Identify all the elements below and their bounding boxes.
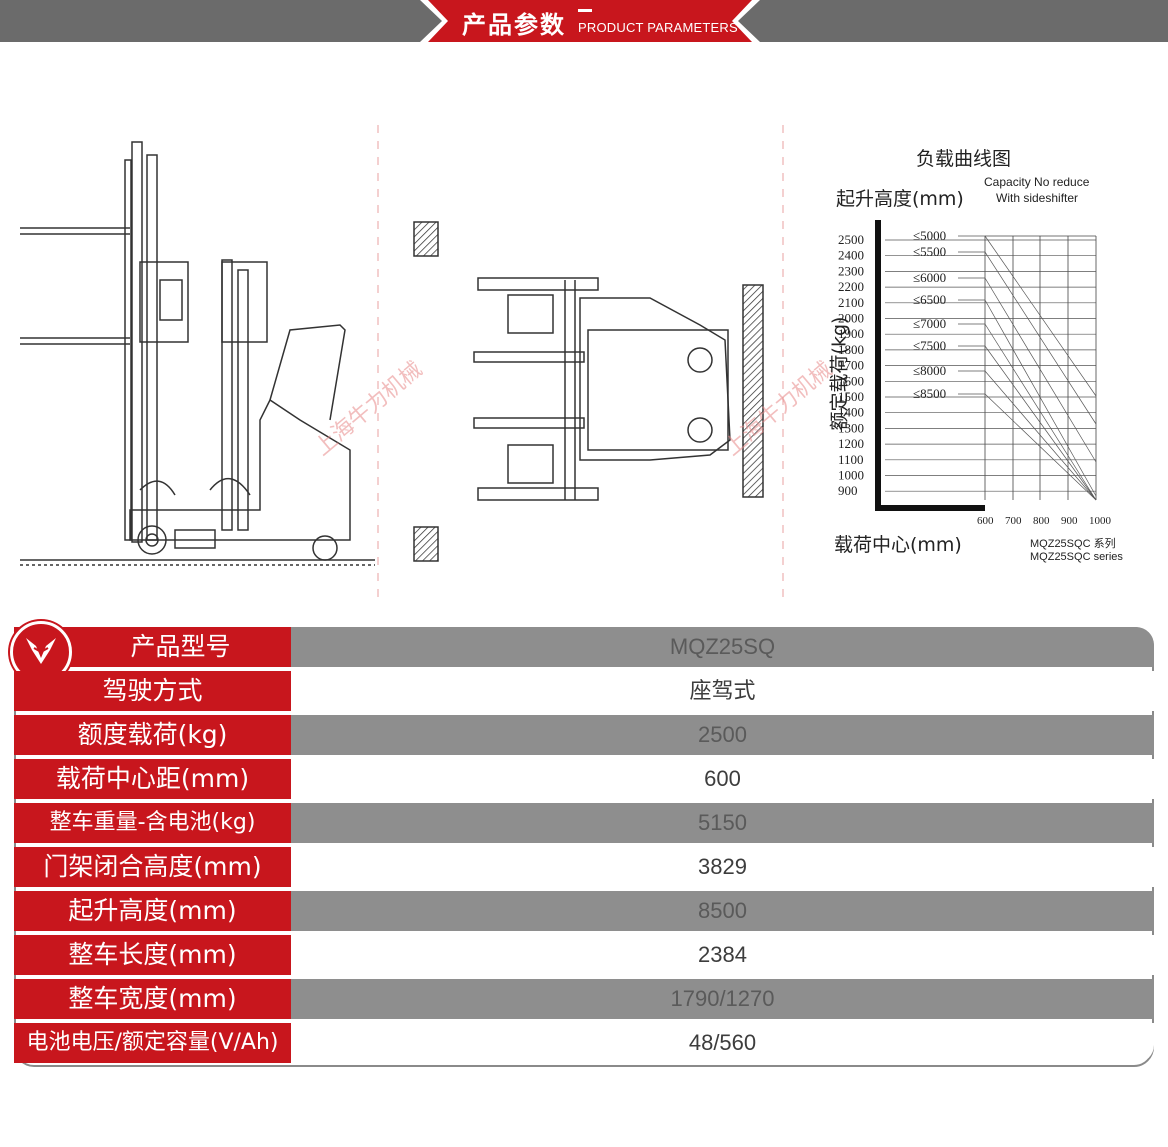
chart-model-line1: MQZ25SQC 系列 xyxy=(1030,538,1116,550)
spec-row: 额度载荷(kg)2500 xyxy=(14,715,1154,755)
capacity-curve xyxy=(984,370,1097,501)
technical-drawings: 2500240023002200210020001900180017001600… xyxy=(20,125,1112,605)
chart-title: 负载曲线图 xyxy=(916,148,1012,170)
spec-row: 产品型号 MQZ25SQ xyxy=(10,621,1154,683)
y-tick-label: 1200 xyxy=(838,436,864,451)
spec-value: 600 xyxy=(291,759,1154,799)
spec-label-text: 产品型号 xyxy=(130,632,231,661)
spec-label: 驾驶方式 xyxy=(14,671,291,711)
header-title-en: PRODUCT PARAMETERS xyxy=(578,20,738,35)
x-tick-label: 1000 xyxy=(1089,515,1112,527)
height-label: ≤6500 xyxy=(913,292,946,307)
header-banner xyxy=(420,0,760,42)
y-tick-label: 1300 xyxy=(838,420,864,435)
y-tick-label: 1000 xyxy=(838,468,864,483)
height-label: ≤5500 xyxy=(913,244,946,259)
spec-row: 整车重量-含电池(kg)5150 xyxy=(14,803,1154,843)
y-tick-label: 2300 xyxy=(838,263,864,278)
y-tick-label: 1800 xyxy=(838,342,864,357)
x-tick-label: 700 xyxy=(1005,515,1022,527)
spec-value: MQZ25SQ xyxy=(291,627,1154,667)
side-view-drawing xyxy=(20,141,375,566)
height-label: ≤7000 xyxy=(913,316,946,331)
spec-label: 整车宽度(mm) xyxy=(14,979,291,1019)
chart-note-line2: With sideshifter xyxy=(996,191,1079,205)
spec-value: 5150 xyxy=(291,803,1154,843)
watermark: 上海牛力机械 xyxy=(310,357,427,461)
spec-row: 整车长度(mm)2384 xyxy=(14,935,1154,975)
capacity-curve xyxy=(984,251,1097,425)
height-label: ≤8500 xyxy=(913,386,946,401)
y-tick-label: 1900 xyxy=(838,326,864,341)
spec-label: 整车重量-含电池(kg) xyxy=(14,803,291,843)
chart-y-side-label: 额定载荷(kg) xyxy=(828,316,851,431)
height-label: ≤8000 xyxy=(913,363,946,378)
spec-value: 48/560 xyxy=(291,1023,1154,1063)
spec-value: 2384 xyxy=(291,935,1154,975)
y-tick-label: 1500 xyxy=(838,389,864,404)
spec-row: 整车宽度(mm)1790/1270 xyxy=(14,979,1154,1019)
x-tick-label: 800 xyxy=(1033,515,1050,527)
spec-value: 3829 xyxy=(291,847,1154,887)
spec-value: 2500 xyxy=(291,715,1154,755)
chart-y-top-label: 起升高度(mm) xyxy=(836,188,964,210)
x-tick-label: 900 xyxy=(1061,515,1078,527)
header-title-cn: 产品参数 xyxy=(462,11,566,39)
height-label: ≤6000 xyxy=(913,270,946,285)
spec-label: 门架闭合高度(mm) xyxy=(14,847,291,887)
capacity-curve xyxy=(984,299,1097,497)
spec-label: 电池电压/额定容量(V/Ah) xyxy=(14,1023,291,1063)
load-chart: 2500240023002200210020001900180017001600… xyxy=(838,220,1112,527)
chart-model-line2: MQZ25SQC series xyxy=(1030,551,1123,563)
spec-label: 起升高度(mm) xyxy=(14,891,291,931)
y-tick-label: 2200 xyxy=(838,279,864,294)
spec-value: 1790/1270 xyxy=(291,979,1154,1019)
x-tick-label: 600 xyxy=(977,515,994,527)
capacity-curve xyxy=(984,393,1097,501)
top-view-drawing xyxy=(413,221,764,562)
capacity-curve xyxy=(984,323,1097,501)
y-tick-label: 2500 xyxy=(838,232,864,247)
spec-label: 整车长度(mm) xyxy=(14,935,291,975)
y-tick-label: 2400 xyxy=(838,248,864,263)
spec-label: 产品型号 xyxy=(10,621,291,683)
y-tick-label: 2000 xyxy=(838,311,864,326)
spec-label: 额度载荷(kg) xyxy=(14,715,291,755)
capacity-curve xyxy=(984,277,1097,463)
spec-value: 座驾式 xyxy=(291,671,1154,711)
spec-value: 8500 xyxy=(291,891,1154,931)
capacity-curve xyxy=(984,345,1097,501)
y-tick-label: 1600 xyxy=(838,373,864,388)
spec-row: 门架闭合高度(mm)3829 xyxy=(14,847,1154,887)
height-label: ≤5000 xyxy=(913,228,946,243)
spec-row: 起升高度(mm)8500 xyxy=(14,891,1154,931)
chart-x-label: 载荷中心(mm) xyxy=(834,534,962,556)
capacity-curve xyxy=(984,235,1097,397)
y-tick-label: 1700 xyxy=(838,358,864,373)
height-label: ≤7500 xyxy=(913,338,946,353)
chart-note-line1: Capacity No reduce xyxy=(984,175,1090,189)
spec-row: 电池电压/额定容量(V/Ah)48/560 xyxy=(14,1023,1154,1063)
spec-row: 驾驶方式座驾式 xyxy=(14,671,1154,711)
header-dash xyxy=(578,9,592,12)
spec-row: 载荷中心距(mm)600 xyxy=(14,759,1154,799)
spec-label: 载荷中心距(mm) xyxy=(14,759,291,799)
y-tick-label: 1400 xyxy=(838,405,864,420)
watermark: 上海牛力机械 xyxy=(720,357,837,461)
y-tick-label: 1100 xyxy=(838,452,864,467)
y-tick-label: 2100 xyxy=(838,295,864,310)
y-tick-label: 900 xyxy=(838,483,858,498)
